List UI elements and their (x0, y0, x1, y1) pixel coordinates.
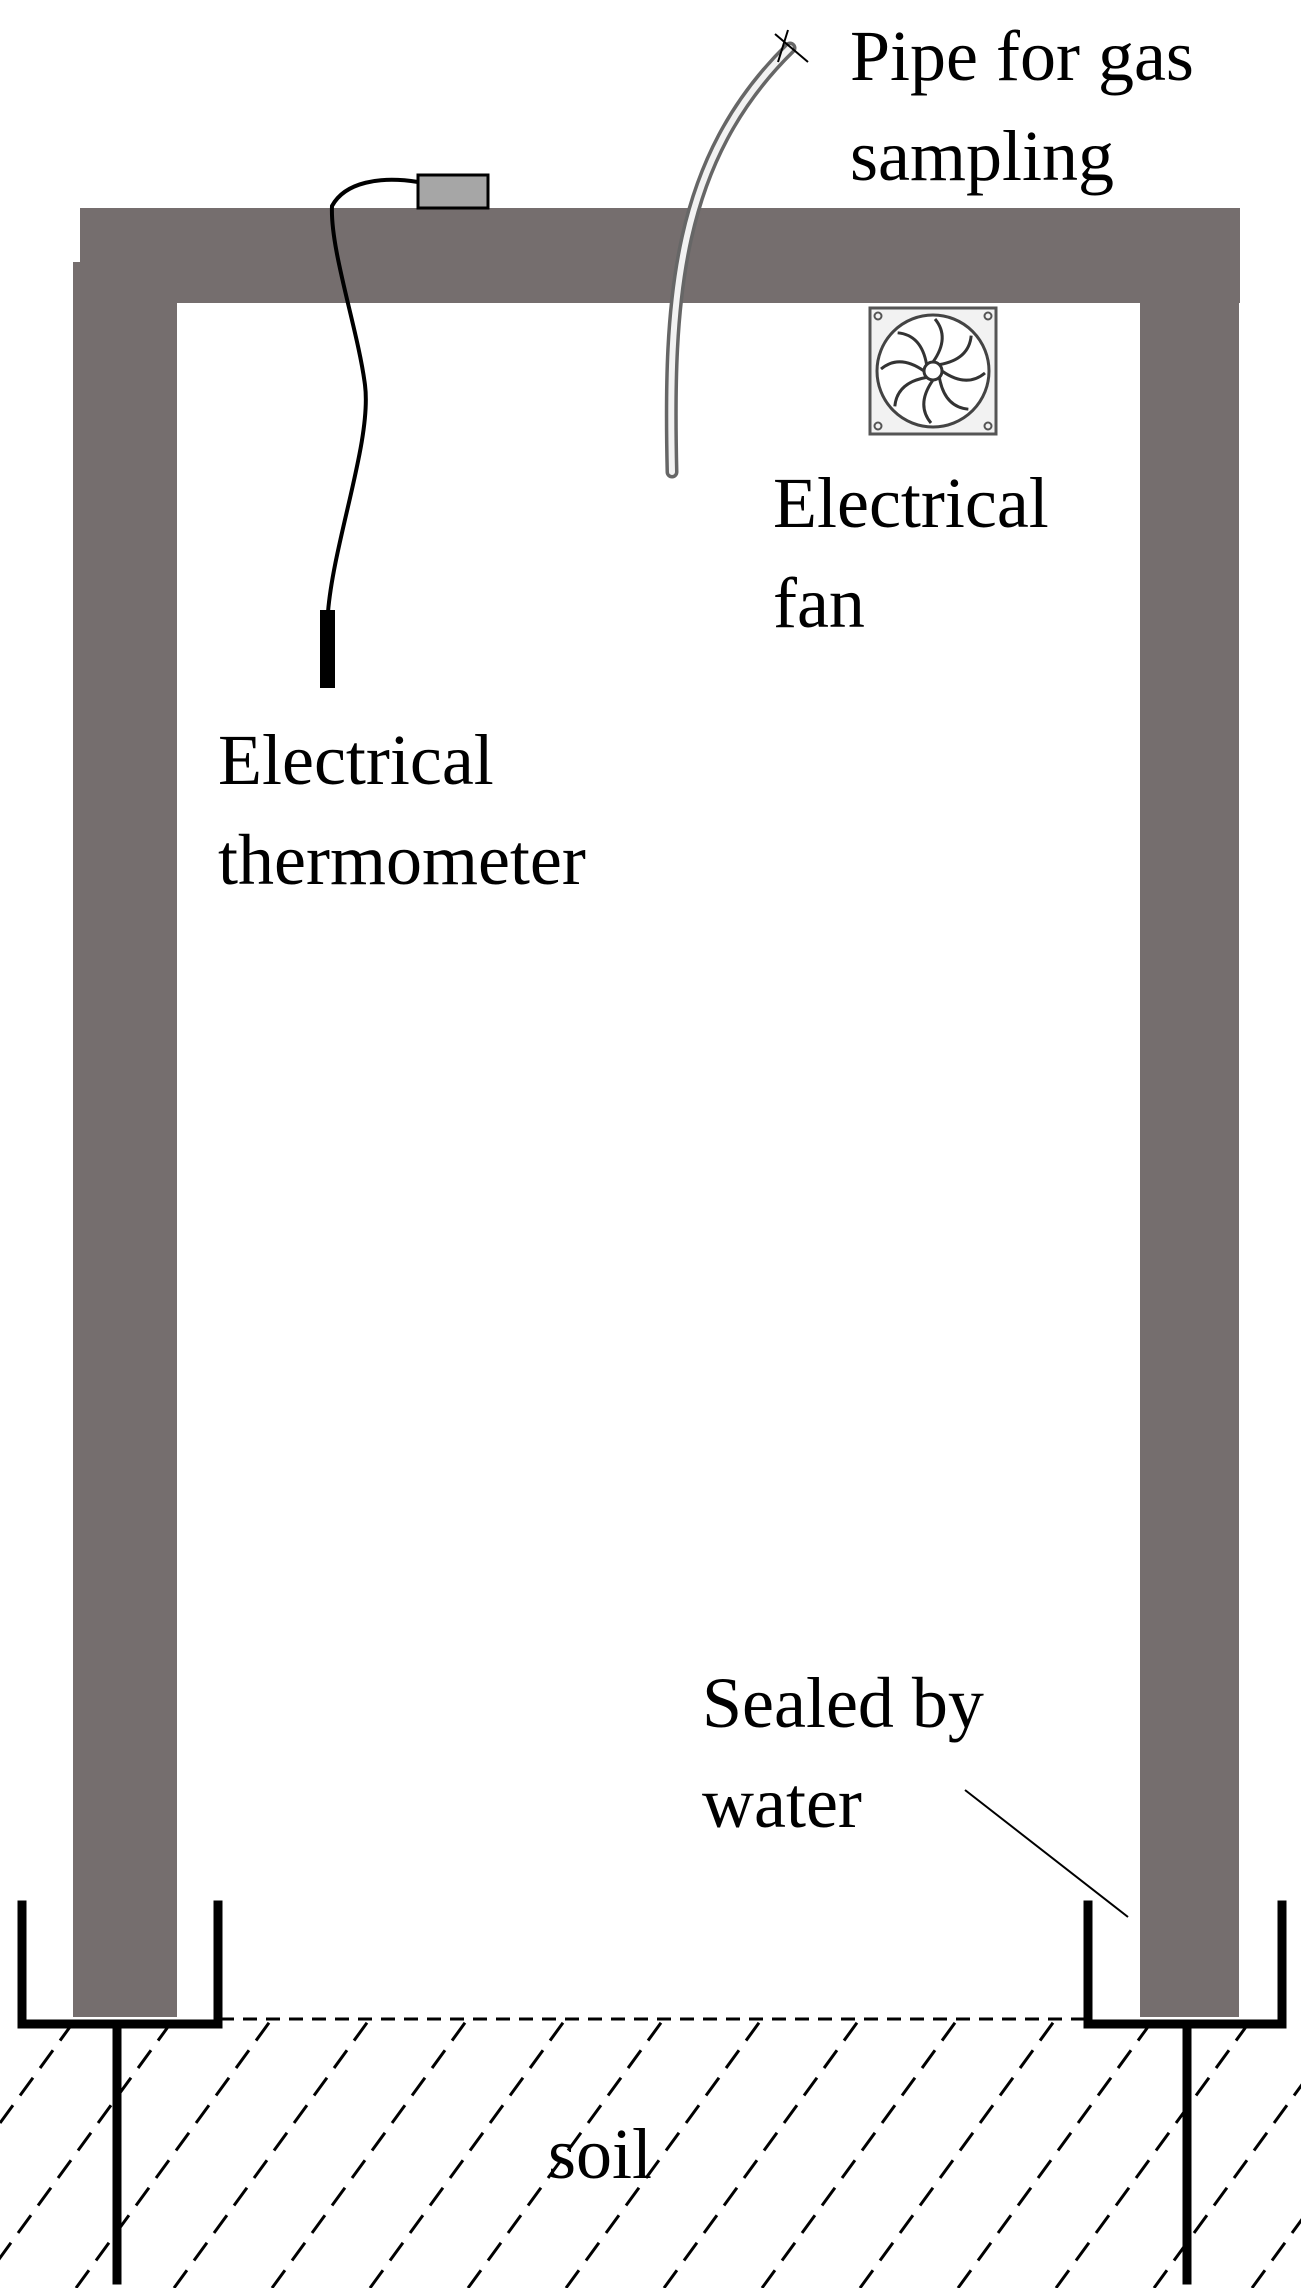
thermometer-probe-icon (320, 173, 490, 688)
fan-label-line1: Electrical (773, 463, 1049, 543)
fan-icon (868, 306, 998, 436)
sensor-box (416, 173, 490, 210)
fan-label-line2: fan (773, 563, 865, 643)
water-seal-trough-right (1083, 1900, 1287, 2285)
chamber-top-lid (80, 208, 1240, 303)
chamber-right-wall (1140, 262, 1239, 2017)
gas-pipe-icon (664, 29, 809, 479)
thermometer-label-line2: thermometer (218, 820, 586, 900)
water-seal-trough-left (17, 1900, 223, 2285)
thermometer-probe (320, 610, 335, 688)
chamber-frame (73, 208, 1240, 2017)
seal-label-line1: Sealed by (702, 1663, 984, 1743)
chamber-left-wall (73, 262, 177, 2017)
seal-leader-line (964, 1789, 1129, 1918)
pipe-label-line2: sampling (850, 116, 1114, 196)
seal-label-line2: water (702, 1763, 862, 1843)
thermometer-label-line1: Electrical (218, 720, 494, 800)
soil-label: soil (548, 2114, 652, 2194)
pipe-label-line1: Pipe for gas (850, 16, 1194, 96)
